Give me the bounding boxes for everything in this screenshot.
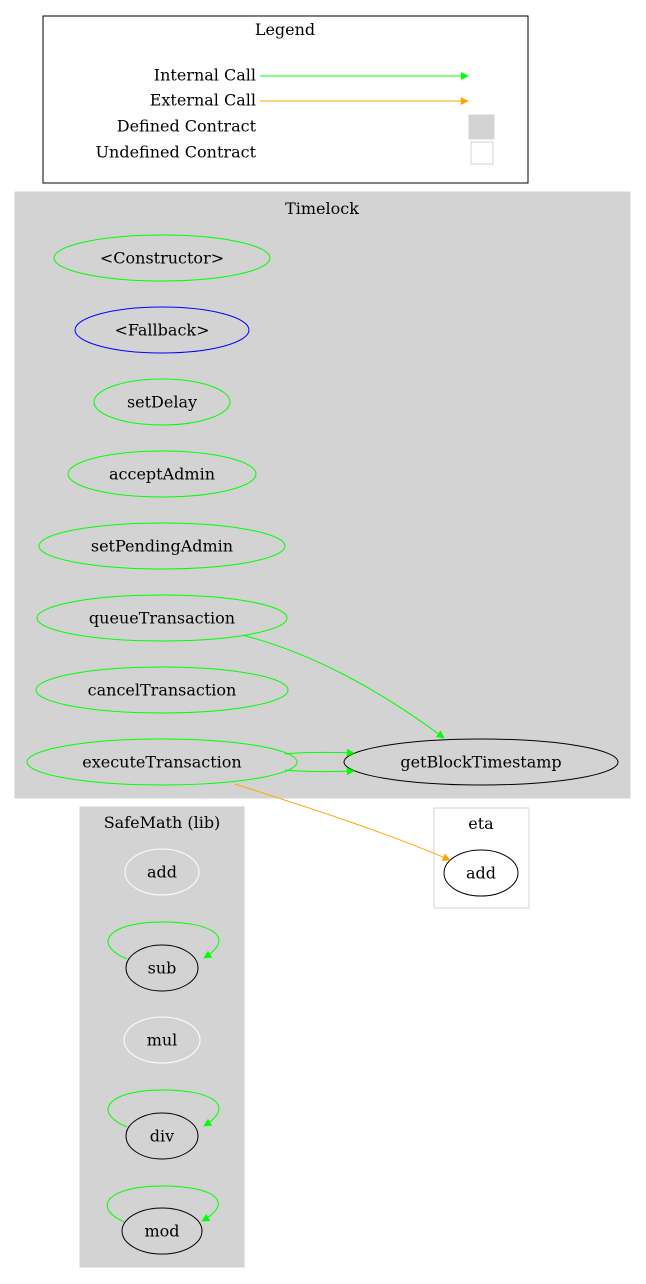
cluster-eta-title: eta bbox=[468, 814, 494, 833]
node-eta-add-label: add bbox=[466, 864, 496, 883]
node-safemath-mul[interactable] bbox=[123, 1016, 201, 1064]
node-safemath-div[interactable] bbox=[125, 1112, 199, 1160]
node-set-pending-admin-label: setPendingAdmin bbox=[91, 537, 233, 556]
node-safemath-add[interactable] bbox=[124, 848, 200, 896]
legend-defined-contract-label: Defined Contract bbox=[117, 117, 257, 136]
node-get-block-timestamp[interactable] bbox=[343, 738, 619, 786]
cluster-timelock-title: Timelock bbox=[285, 199, 359, 218]
legend-undefined-contract-swatch bbox=[470, 141, 494, 165]
legend-defined-contract-swatch bbox=[468, 114, 495, 140]
node-execute-transaction-label: executeTransaction bbox=[82, 753, 241, 772]
legend-title: Legend bbox=[255, 20, 315, 39]
node-accept-admin-label: acceptAdmin bbox=[109, 465, 215, 484]
node-set-delay[interactable] bbox=[93, 378, 231, 426]
node-safemath-mul-label: mul bbox=[147, 1031, 178, 1050]
node-eta-add[interactable] bbox=[443, 849, 519, 897]
legend-undefined-contract-label: Undefined Contract bbox=[96, 143, 257, 162]
node-constructor[interactable] bbox=[53, 234, 271, 282]
edge-div-self-loop bbox=[107, 1089, 220, 1128]
cluster-safemath-title: SafeMath (lib) bbox=[104, 813, 221, 832]
edge-queue-transaction-to-get-block-timestamp bbox=[241, 634, 445, 739]
edges bbox=[106, 634, 451, 1223]
cluster-safemath-box bbox=[79, 806, 245, 1268]
node-queue-transaction[interactable] bbox=[36, 594, 288, 642]
edge-execute-transaction-to-get-block-timestamp-upper bbox=[284, 748, 355, 757]
node-safemath-add-label: add bbox=[147, 863, 177, 882]
node-safemath-sub-label: sub bbox=[148, 959, 177, 978]
node-cancel-transaction-label: cancelTransaction bbox=[88, 681, 237, 700]
cluster-timelock: Timelock <Constructor> <Fallback> setDel… bbox=[14, 191, 631, 799]
node-fallback[interactable] bbox=[74, 306, 250, 354]
node-queue-transaction-label: queueTransaction bbox=[89, 609, 235, 628]
node-fallback-label: <Fallback> bbox=[114, 321, 209, 340]
node-safemath-mod[interactable] bbox=[121, 1207, 203, 1255]
legend-external-call-label: External Call bbox=[150, 91, 256, 110]
cluster-eta: eta add bbox=[433, 807, 530, 909]
edge-sub-self-loop bbox=[107, 921, 220, 960]
node-constructor-label: <Constructor> bbox=[100, 249, 224, 268]
edge-execute-transaction-to-eta-add bbox=[234, 783, 451, 861]
node-safemath-div-label: div bbox=[150, 1127, 174, 1146]
node-execute-transaction[interactable] bbox=[26, 738, 298, 786]
cluster-timelock-box bbox=[14, 191, 631, 799]
edge-mod-self-loop bbox=[106, 1185, 219, 1223]
node-safemath-mod-label: mod bbox=[144, 1222, 179, 1241]
node-cancel-transaction[interactable] bbox=[35, 666, 289, 714]
legend-box bbox=[42, 15, 529, 184]
node-set-pending-admin[interactable] bbox=[38, 522, 286, 570]
legend-internal-call-label: Internal Call bbox=[154, 66, 256, 85]
legend: Legend Internal Call External Call Defin… bbox=[42, 15, 529, 184]
node-get-block-timestamp-label: getBlockTimestamp bbox=[400, 753, 561, 772]
node-safemath-sub[interactable] bbox=[125, 944, 199, 992]
node-set-delay-label: setDelay bbox=[127, 393, 197, 412]
node-accept-admin[interactable] bbox=[67, 450, 257, 498]
cluster-safemath: SafeMath (lib) add sub mul div mod bbox=[79, 806, 245, 1268]
edge-execute-transaction-to-get-block-timestamp-lower bbox=[284, 767, 355, 776]
